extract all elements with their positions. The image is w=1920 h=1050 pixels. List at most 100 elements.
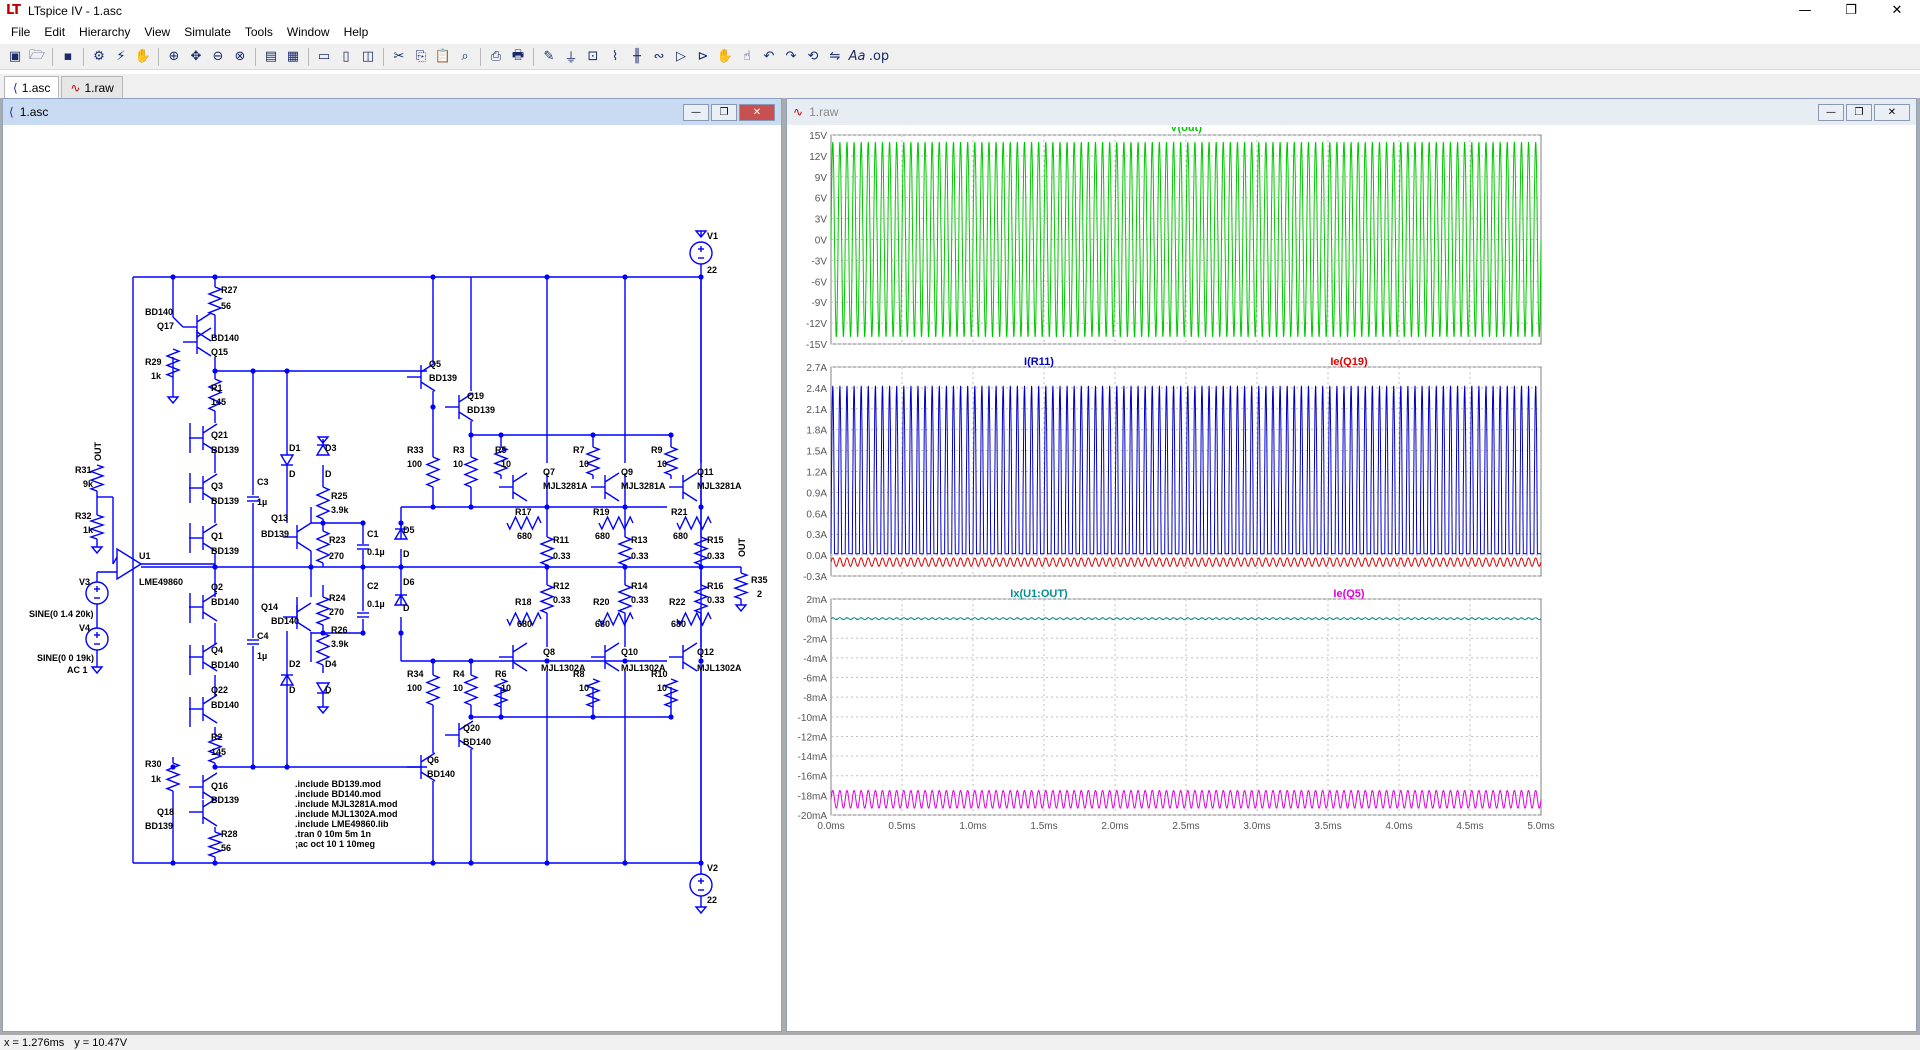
transistor-collector	[196, 327, 212, 338]
menu-simulate[interactable]: Simulate	[184, 25, 231, 39]
find-icon[interactable]: ⌕	[461, 49, 469, 64]
resistor-symbol	[585, 446, 601, 476]
menu-hierarchy[interactable]: Hierarchy	[79, 25, 131, 39]
autorange-icon[interactable]: ▤	[264, 49, 278, 64]
tab-schematic[interactable]: ⟨ 1.asc	[4, 76, 60, 98]
junction-dot	[698, 504, 704, 510]
resistor-symbol	[206, 831, 224, 858]
maximize-button[interactable]: ❐	[1845, 3, 1857, 18]
component-label: 10	[657, 683, 667, 693]
schematic-maximize-button[interactable]: ❐	[711, 104, 737, 121]
y-tick-label: 0.6A	[806, 509, 827, 520]
cut-icon[interactable]: ✂	[393, 49, 405, 64]
menu-help[interactable]: Help	[343, 25, 369, 39]
component-label: 56	[221, 843, 231, 853]
junction-dot	[430, 404, 436, 410]
transistor-collector	[512, 472, 528, 483]
control-panel-icon[interactable]: ⚙	[93, 49, 105, 64]
grid-icon[interactable]: ▦	[286, 49, 300, 64]
print-preview-icon[interactable]: ⎙	[490, 49, 502, 64]
run-icon[interactable]: ⚡	[116, 49, 126, 64]
print-icon[interactable]: 🖶	[511, 47, 525, 63]
y-tick-label: 15V	[809, 131, 827, 142]
component-label: 10	[501, 459, 511, 469]
undo-icon[interactable]: ↶	[763, 49, 775, 64]
tile-vertical-icon[interactable]: ▯	[342, 49, 350, 64]
copy-icon[interactable]: ⎘	[415, 49, 427, 64]
component-label: 680	[517, 619, 532, 629]
pan-icon[interactable]: ✥	[190, 49, 202, 64]
label-net-icon[interactable]: ⊡	[587, 49, 599, 64]
zoom-out-icon[interactable]: ⊖	[212, 49, 224, 64]
schematic-minimize-button[interactable]: —	[683, 104, 709, 121]
rotate-icon[interactable]: ⟲	[807, 49, 819, 64]
open-folder-icon[interactable]: 🗁	[28, 47, 46, 63]
menu-edit[interactable]: Edit	[44, 25, 66, 39]
resistor-icon[interactable]: ⌇	[611, 49, 619, 64]
component-label: Q14	[261, 602, 278, 612]
capacitor-icon[interactable]: ╫	[633, 49, 641, 64]
component-label: 100	[407, 459, 422, 469]
ltspice-logo-icon: LT	[6, 3, 21, 18]
tile-horizontal-icon[interactable]: ▭	[317, 49, 331, 64]
move-icon[interactable]: ✋	[716, 49, 734, 64]
waveform-minimize-button[interactable]: —	[1818, 104, 1844, 121]
transistor-collector	[682, 472, 698, 483]
wire	[112, 556, 118, 565]
inductor-icon[interactable]: ∾	[653, 49, 665, 64]
menu-window[interactable]: Window	[286, 25, 330, 39]
schematic-canvas[interactable]: V122V222R2756BD140Q17BD140Q15R291kR1145Q…	[7, 127, 779, 1031]
menu-tools[interactable]: Tools	[244, 25, 273, 39]
component-label: R2	[211, 732, 223, 742]
ground-icon[interactable]: ⏚	[564, 51, 578, 66]
junction-dot	[284, 764, 290, 770]
transistor-collector	[420, 362, 436, 373]
mirror-icon[interactable]: ⇋	[829, 49, 841, 64]
component-label: R12	[553, 581, 570, 591]
draw-wire-icon[interactable]: ✎	[543, 49, 555, 64]
component-label: 3.9k	[331, 639, 350, 649]
menu-view[interactable]: View	[144, 25, 171, 39]
component-label: D	[325, 469, 332, 479]
spice-directive-icon[interactable]: .op	[868, 49, 890, 64]
halt-icon[interactable]: ✋	[134, 49, 152, 64]
component-label: 680	[595, 531, 610, 541]
minimize-button[interactable]: —	[1798, 3, 1812, 18]
y-tick-label: -9V	[811, 298, 827, 309]
schematic-close-button[interactable]: ✕	[739, 104, 775, 121]
close-button[interactable]: ✕	[1891, 3, 1903, 18]
drag-icon[interactable]: ☝	[743, 49, 751, 64]
ground-symbol	[90, 546, 104, 555]
save-icon[interactable]: ▪	[63, 49, 73, 64]
component-label: R16	[707, 581, 724, 591]
tab-waveform[interactable]: ∿ 1.raw	[61, 76, 123, 98]
waveform-maximize-button[interactable]: ❐	[1846, 104, 1872, 121]
waveform-plot-area[interactable]: 15V12V9V6V3V0V-3V-6V-9V-12V-15VV(out)2.7…	[789, 127, 1914, 1031]
component-label: 10	[501, 683, 511, 693]
trace-legend: Ix(U1:OUT)	[1010, 588, 1068, 600]
component-icon[interactable]: ⊳	[697, 49, 709, 64]
menu-file[interactable]: File	[11, 25, 31, 39]
component-label: 680	[671, 619, 686, 629]
trace-v-out-	[830, 141, 1542, 338]
diode-icon[interactable]: ▷	[676, 49, 686, 64]
cascade-icon[interactable]: ◫	[361, 49, 375, 64]
transistor-collector	[202, 642, 218, 653]
y-tick-label: -14mA	[798, 752, 828, 763]
component-label: D5	[403, 525, 415, 535]
diode-symbol	[279, 454, 295, 467]
paste-icon[interactable]: 📋	[434, 49, 452, 64]
component-label: BD140	[211, 597, 239, 607]
redo-icon[interactable]: ↷	[785, 49, 797, 64]
transistor-emitter	[682, 661, 698, 672]
component-label: BD139	[261, 529, 289, 539]
zoom-in-icon[interactable]: ⊕	[168, 49, 180, 64]
waveform-close-button[interactable]: ✕	[1874, 104, 1910, 121]
text-icon[interactable]: Aa	[848, 49, 866, 64]
ground-symbol	[90, 666, 104, 675]
component-label: R10	[651, 669, 668, 679]
zoom-fit-icon[interactable]: ⊗	[234, 49, 246, 64]
new-schematic-icon[interactable]: ▣	[8, 49, 22, 64]
